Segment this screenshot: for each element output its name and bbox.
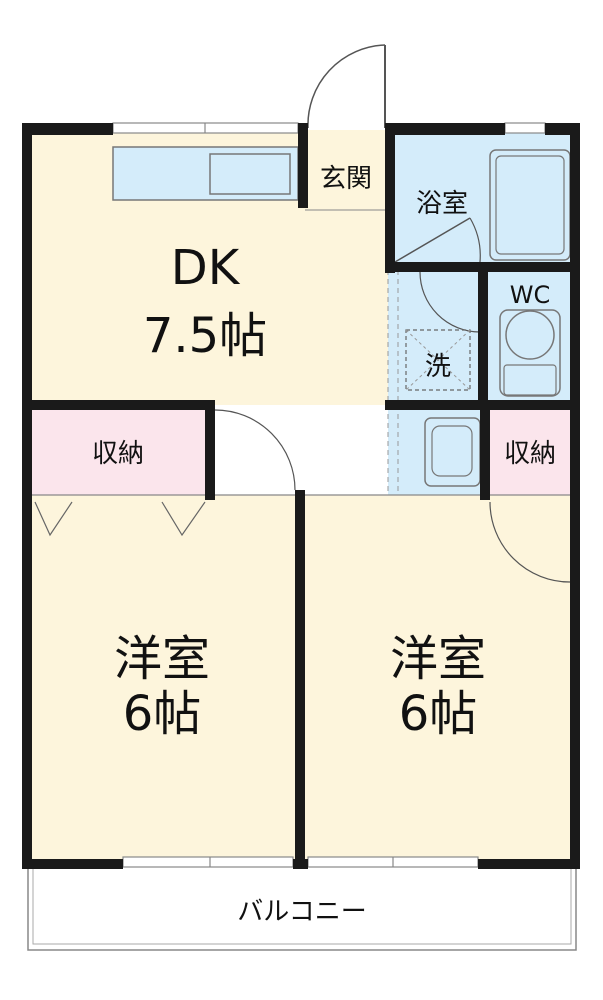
bathroom-label: 浴室 [416, 189, 468, 219]
toilet-tank [499, 309, 561, 397]
closet-door-mark-2 [161, 501, 206, 537]
entrance-room [305, 130, 388, 210]
closet-door-mark-1 [34, 501, 73, 537]
bathroom-door-arc [469, 217, 481, 263]
kitchen-counter [112, 146, 299, 201]
western-left-room [28, 495, 300, 866]
western-left-size: 6帖 [123, 686, 202, 742]
washer-pan-diag2 [405, 329, 471, 391]
entrance-label: 玄関 [320, 164, 372, 194]
storage-right-room [488, 408, 578, 498]
dk-size: 7.5帖 [143, 308, 267, 364]
storage-left-room [28, 405, 210, 495]
western-right-name: 洋室 [390, 631, 486, 687]
washer-label: 洗 [425, 352, 451, 382]
western-left-name: 洋室 [114, 631, 210, 687]
bathroom-door [394, 217, 471, 263]
balcony-label: バルコニー [237, 897, 366, 927]
western-right-door-arc [489, 501, 571, 583]
washbasin-bowl [431, 425, 473, 477]
western-right-size: 6帖 [399, 686, 478, 742]
storage-right-label: 収納 [504, 439, 556, 469]
storage-door-arc [214, 409, 296, 491]
balcony-area [27, 865, 577, 951]
toilet-bowl [505, 310, 555, 360]
washer-pan [405, 329, 471, 391]
walls [22, 123, 580, 869]
entrance-door-arc [307, 44, 386, 129]
bathtub-inner [495, 155, 565, 255]
dk-name: DK [171, 240, 241, 296]
storage-left-label: 収納 [92, 439, 144, 469]
kitchen-sink [209, 153, 291, 195]
toilet-base [503, 364, 557, 396]
western-right-room [300, 495, 578, 866]
washroom-room [388, 270, 484, 408]
toilet-label: WC [510, 281, 551, 309]
bathtub [489, 149, 571, 261]
